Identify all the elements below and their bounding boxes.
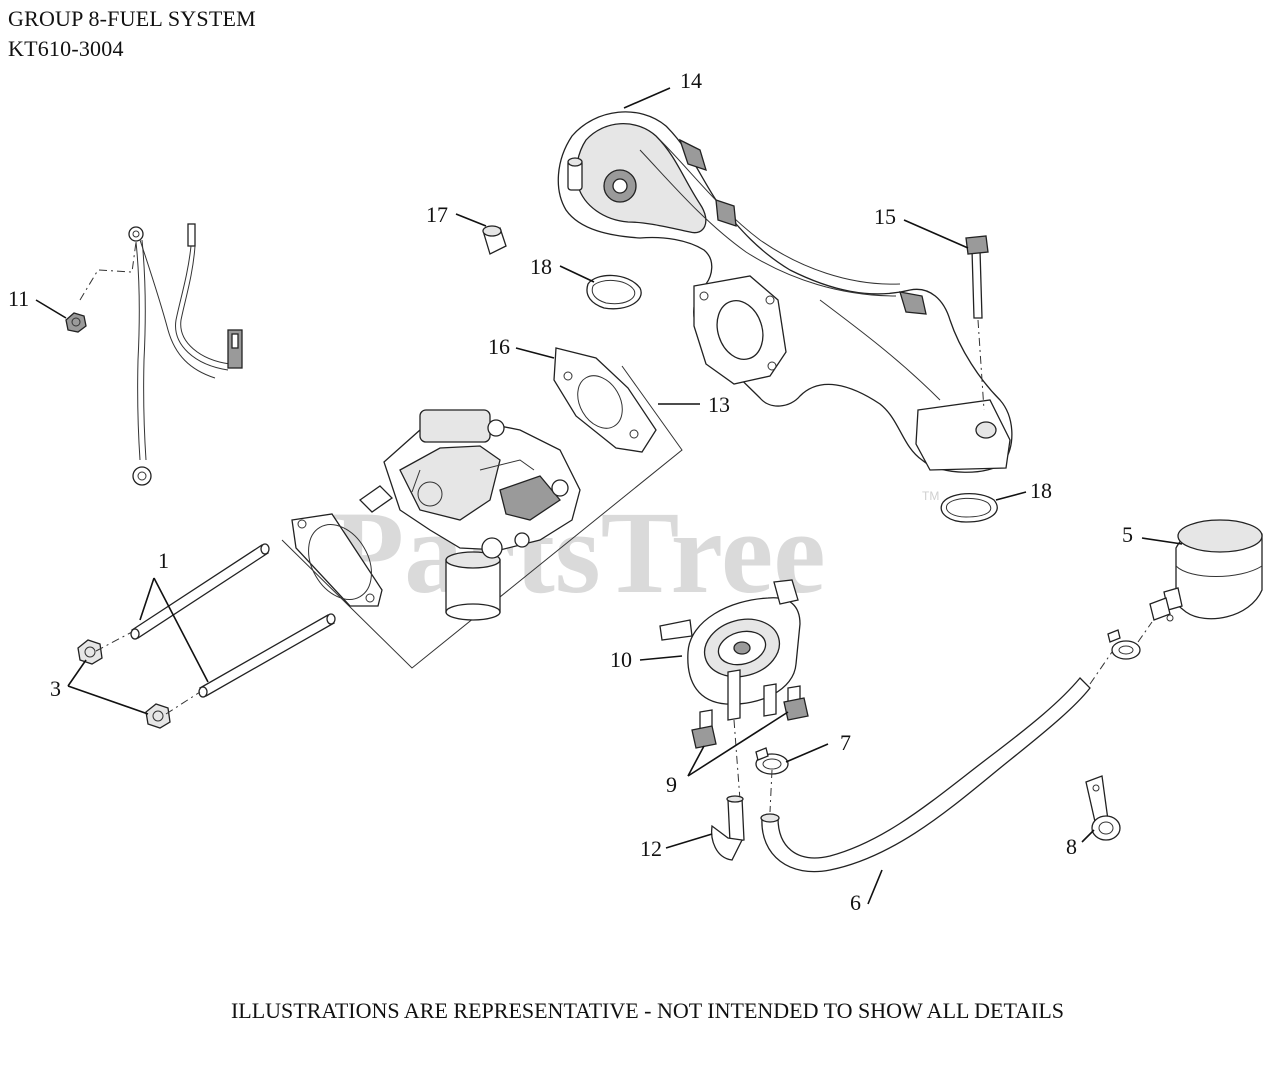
part-9-screw-left[interactable] <box>691 709 717 749</box>
callout-17[interactable]: 17 <box>426 202 448 227</box>
part-1-stud-upper[interactable] <box>130 543 270 640</box>
leader-lines <box>35 87 1183 905</box>
callout-15[interactable]: 15 <box>874 204 896 229</box>
callout-14[interactable]: 14 <box>680 68 702 93</box>
part-3-nut-lower[interactable] <box>145 703 171 729</box>
part-16-intake-gasket[interactable] <box>553 347 657 453</box>
part-13-kit-outline <box>281 365 683 669</box>
part-1-stud-lower[interactable] <box>198 613 336 698</box>
part-6-fuel-hose[interactable] <box>760 651 1113 873</box>
callout-5[interactable]: 5 <box>1122 522 1133 547</box>
callout-1[interactable]: 1 <box>158 548 169 573</box>
part-18-seal-lower[interactable] <box>940 493 998 523</box>
disclaimer-footer: ILLUSTRATIONS ARE REPRESENTATIVE - NOT I… <box>230 998 1065 1023</box>
part-11-screw[interactable] <box>65 312 87 333</box>
part-18-seal-upper[interactable] <box>586 274 642 310</box>
callout-3[interactable]: 3 <box>50 676 61 701</box>
callout-12[interactable]: 12 <box>640 836 662 861</box>
part-9-screw-right[interactable] <box>783 685 809 721</box>
callout-7[interactable]: 7 <box>840 730 851 755</box>
callout-11[interactable]: 11 <box>8 286 29 311</box>
part-5-fuel-pump[interactable] <box>1149 519 1263 622</box>
part-13-carburetor[interactable] <box>358 409 581 621</box>
part-14-intake-manifold[interactable] <box>557 111 1013 473</box>
part-11-wire-harness[interactable] <box>79 223 243 486</box>
callout-9[interactable]: 9 <box>666 772 677 797</box>
callout-10[interactable]: 10 <box>610 647 632 672</box>
callout-6[interactable]: 6 <box>850 890 861 915</box>
part-12-elbow-fitting[interactable] <box>710 795 745 861</box>
part-17-spacer[interactable] <box>482 225 507 255</box>
callout-8[interactable]: 8 <box>1066 834 1077 859</box>
part-3-nut-upper[interactable] <box>77 639 103 665</box>
part-15-bolt[interactable] <box>965 235 989 411</box>
part-8-p-clamp[interactable] <box>1085 775 1121 841</box>
callout-18-upper[interactable]: 18 <box>530 254 552 279</box>
callout-18-lower[interactable]: 18 <box>1030 478 1052 503</box>
diagram-title: GROUP 8-FUEL SYSTEM <box>8 6 256 31</box>
model-number: KT610-3004 <box>8 36 124 61</box>
hose-clamp-filter-side[interactable] <box>1107 621 1153 660</box>
callout-16[interactable]: 16 <box>488 334 510 359</box>
carburetor-gasket[interactable] <box>291 513 384 610</box>
callout-13[interactable]: 13 <box>708 392 730 417</box>
watermark-trademark: TM <box>922 489 939 503</box>
part-10-fuel-pump[interactable] <box>659 579 801 801</box>
